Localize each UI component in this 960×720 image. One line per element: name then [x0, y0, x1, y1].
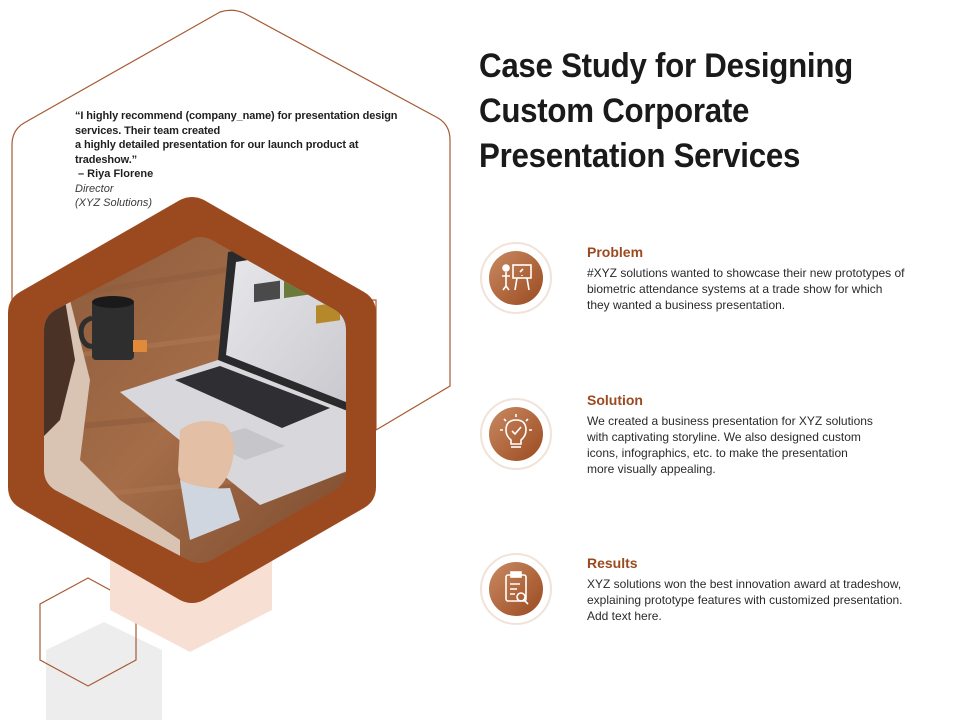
solution-heading: Solution: [587, 392, 643, 408]
results-line: Add text here.: [587, 609, 662, 623]
results-line: XYZ solutions won the best innovation aw…: [587, 577, 902, 591]
problem-text: #XYZ solutions wanted to showcase their …: [587, 265, 917, 313]
gray-hexagon: [46, 622, 162, 720]
solution-text: We created a business presentation for X…: [587, 413, 917, 477]
solution-line: We created a business presentation for X…: [587, 414, 873, 428]
clipboard-search-icon: [505, 571, 529, 605]
testimonial-author: – Riya Florene: [78, 168, 154, 180]
title-line: Presentation Services: [479, 137, 801, 175]
problem-line: #XYZ solutions wanted to showcase their …: [587, 266, 905, 280]
title-line: Case Study for Designing: [479, 47, 854, 85]
quote-line: services. Their team created: [75, 124, 221, 137]
results-heading: Results: [587, 555, 638, 571]
problem-line: biometric attendance systems at a trade …: [587, 282, 883, 296]
quote-line: a highly detailed presentation for our l…: [75, 139, 359, 151]
solution-line: with captivating storyline. We also desi…: [587, 430, 861, 444]
results-line: explaining prototype features with custo…: [587, 593, 903, 607]
solution-line: icons, infographics, etc. to make the pr…: [587, 446, 848, 460]
presentation-board-icon: [502, 264, 532, 291]
title-line: Custom Corporate: [479, 92, 750, 130]
outline-hexagon-large: [11, 9, 451, 432]
testimonial: “I highly recommend (company_name) for p…: [75, 109, 405, 211]
testimonial-role: Director: [75, 182, 114, 195]
slide-title: Case Study for Designing Custom Corporat…: [479, 44, 875, 179]
solution-line: more visually appealing.: [587, 462, 716, 476]
lightbulb-check-icon: [500, 414, 532, 448]
testimonial-company: (XYZ Solutions): [75, 197, 153, 209]
quote-line: “I highly recommend (company_name) for p…: [75, 110, 398, 122]
problem-heading: Problem: [587, 244, 644, 260]
problem-line: they wanted a business presentation.: [587, 298, 786, 312]
results-text: XYZ solutions won the best innovation aw…: [587, 576, 917, 624]
testimonial-quote: “I highly recommend (company_name) for p…: [75, 109, 405, 167]
quote-line: tradeshow.”: [75, 153, 138, 166]
